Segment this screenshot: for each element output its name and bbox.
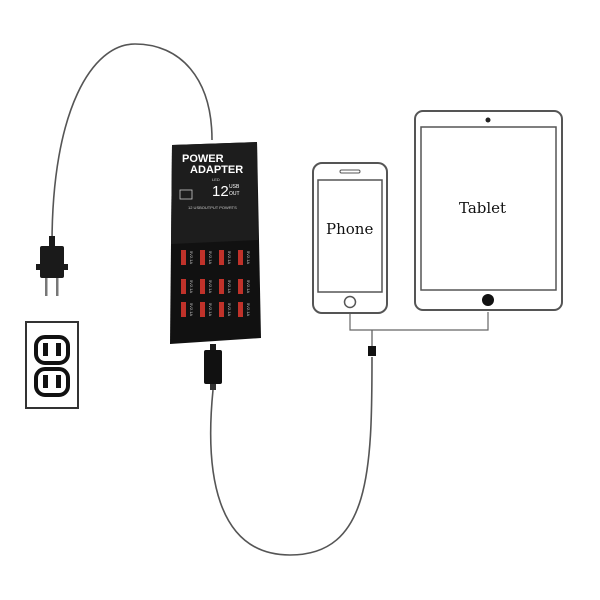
usb-port-label: 5V2.1A bbox=[227, 251, 232, 264]
usb-port bbox=[238, 279, 243, 294]
power-cord bbox=[51, 43, 213, 245]
usb-port-label: 5V2.1A bbox=[246, 280, 251, 293]
usb-port bbox=[219, 250, 224, 265]
usb-port-label: 5V2.1A bbox=[227, 280, 232, 293]
usb-port bbox=[238, 302, 243, 317]
tablet: Tablet bbox=[414, 110, 563, 311]
usb-port-grid: 5V2.1A 5V2.1A 5V2.1A 5V2.1A 5V2.1A 5V2.1A 5V2.… bbox=[181, 250, 251, 317]
usb-port-label: 5V2.1A bbox=[246, 303, 251, 316]
usb-port bbox=[238, 250, 243, 265]
usb-port bbox=[200, 302, 205, 317]
usb-port-label: 5V2.1A bbox=[227, 303, 232, 316]
usb-cable-plug bbox=[204, 350, 222, 390]
usb-port bbox=[200, 250, 205, 265]
adapter-led-label: LED bbox=[212, 177, 220, 182]
usb-port bbox=[219, 279, 224, 294]
adapter-display-out: OUT bbox=[229, 191, 240, 197]
usb-port-label: 5V2.1A bbox=[208, 280, 213, 293]
usb-port bbox=[181, 250, 186, 265]
splitter-cable bbox=[349, 312, 489, 331]
usb-port bbox=[200, 279, 205, 294]
usb-port-label: 5V2.1A bbox=[189, 303, 194, 316]
wall-outlet bbox=[25, 321, 79, 409]
power-plug bbox=[36, 236, 68, 296]
usb-port bbox=[181, 279, 186, 294]
phone: Phone bbox=[312, 162, 388, 314]
output-cable bbox=[209, 356, 373, 556]
adapter-subtitle: 12 USBOUTPUT POWRTS bbox=[188, 205, 237, 210]
adapter-title-line1: POWER bbox=[182, 153, 224, 165]
usb-port bbox=[219, 302, 224, 317]
tablet-label: Tablet bbox=[459, 199, 506, 217]
usb-port-label: 5V2.1A bbox=[189, 280, 194, 293]
power-adapter: POWER ADAPTER LED 12 USB OUT 12 USBOUTPU… bbox=[170, 142, 261, 352]
usb-port bbox=[181, 302, 186, 317]
phone-label: Phone bbox=[326, 220, 373, 238]
adapter-title-line2: ADAPTER bbox=[190, 164, 243, 176]
usb-port-label: 5V2.1A bbox=[208, 251, 213, 264]
usb-port-label: 5V2.1A bbox=[208, 303, 213, 316]
splitter-connector bbox=[368, 346, 376, 356]
led-indicator bbox=[179, 189, 193, 200]
adapter-display-usb: USB bbox=[229, 184, 240, 190]
usb-port-label: 5V2.1A bbox=[189, 251, 194, 264]
adapter-display-value: 12 bbox=[212, 183, 229, 200]
usb-port-label: 5V2.1A bbox=[246, 251, 251, 264]
